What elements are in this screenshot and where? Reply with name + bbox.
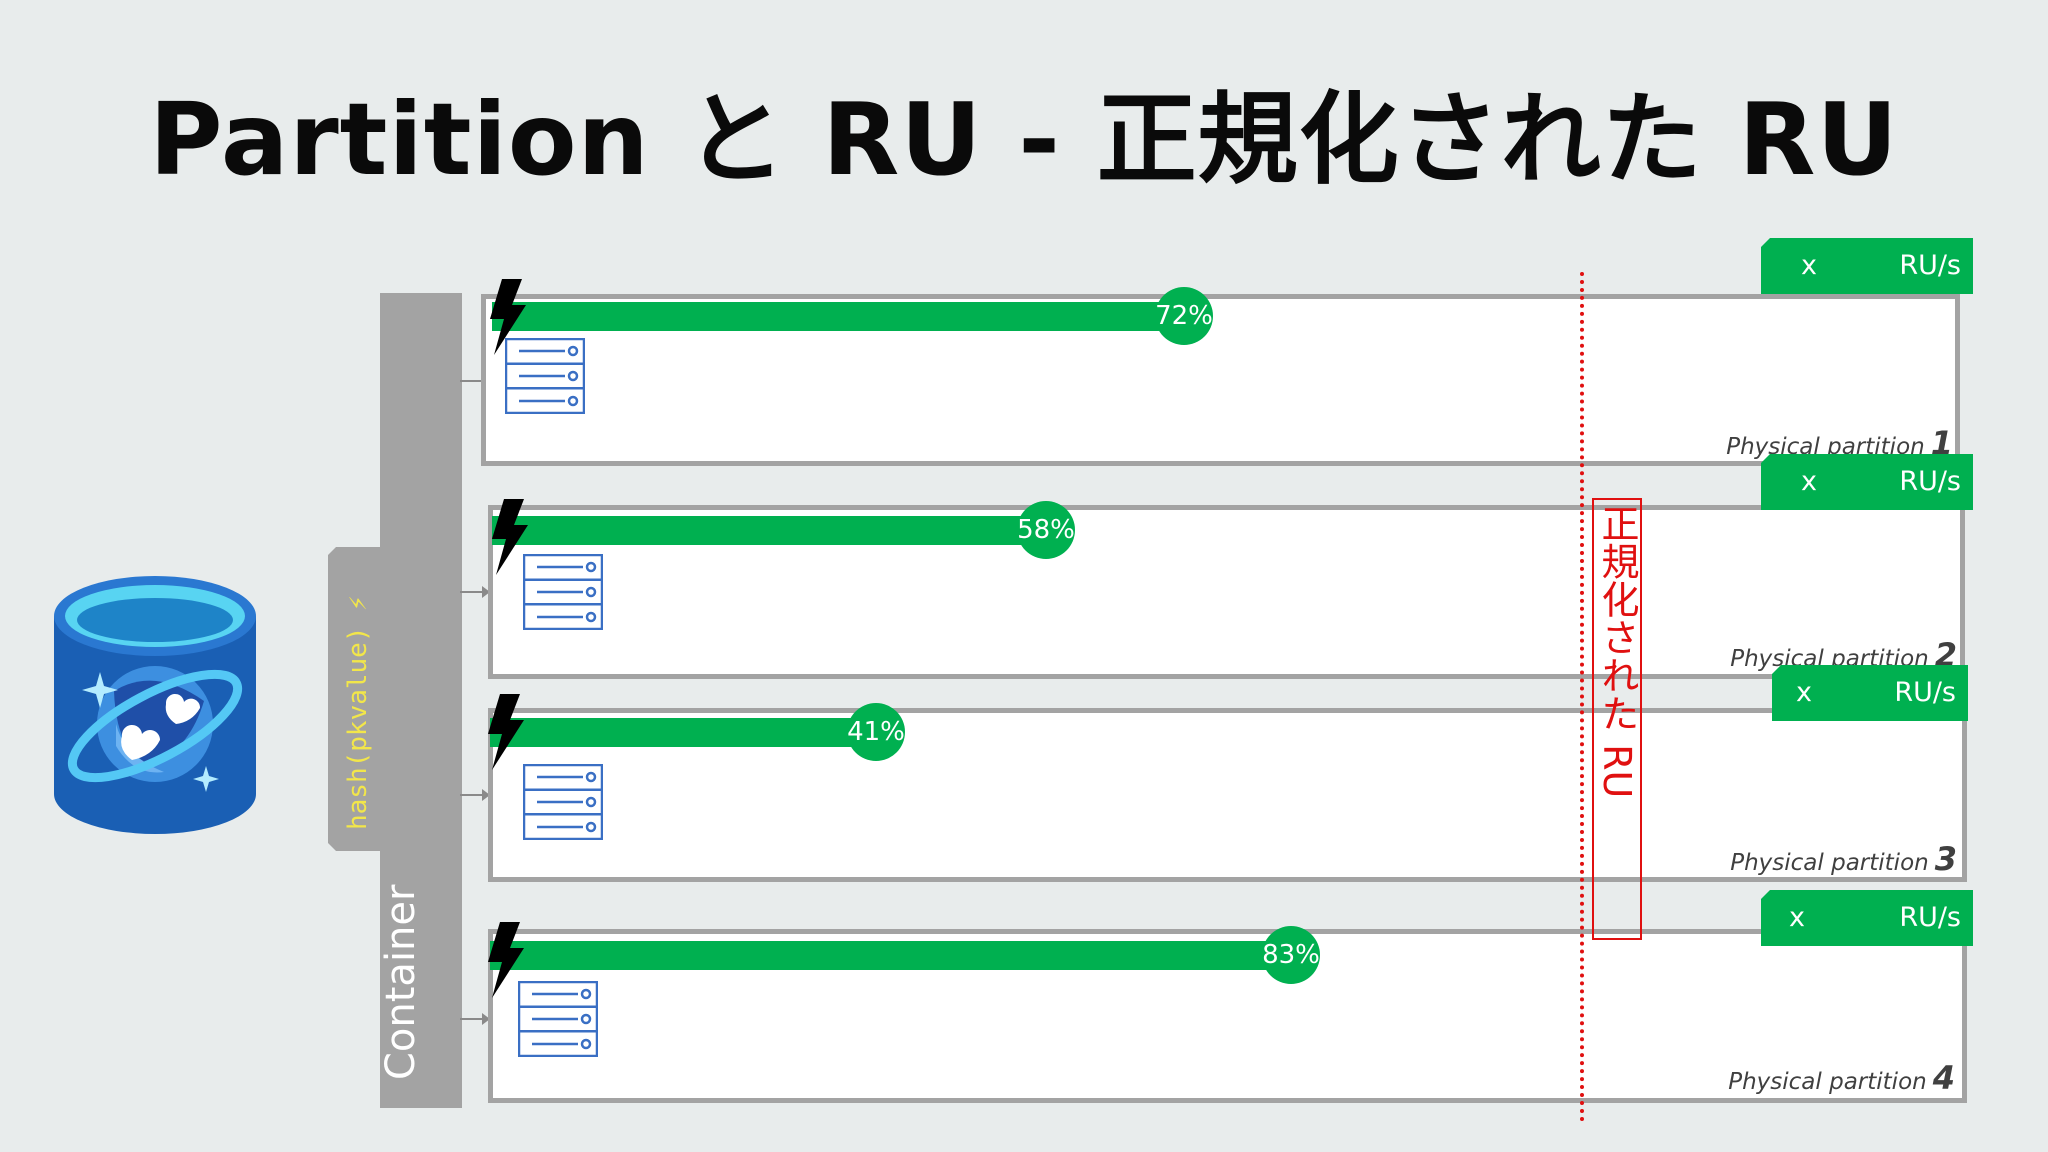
- hash-function-tab: [328, 547, 384, 851]
- server-icon: [518, 981, 598, 1057]
- ru-multiplier: x: [1789, 902, 1805, 933]
- normalized-ru-box: 正規化された RU: [1592, 498, 1642, 940]
- ru-unit: RU/s: [1899, 902, 1961, 933]
- container-bar: [380, 293, 462, 1108]
- ru-multiplier: x: [1796, 677, 1812, 708]
- routing-arrow: [460, 1013, 490, 1025]
- ru-throughput-tab: x RU/s: [1761, 454, 1973, 510]
- lightning-icon: [492, 499, 528, 575]
- usage-bar: [490, 941, 1278, 970]
- ru-throughput-tab: x RU/s: [1761, 890, 1973, 946]
- ru-unit: RU/s: [1899, 250, 1961, 281]
- lightning-icon: [490, 279, 526, 355]
- server-icon: [523, 764, 603, 840]
- ru-throughput-tab: x RU/s: [1772, 665, 1968, 721]
- server-icon: [505, 338, 585, 414]
- usage-bar: [492, 516, 1033, 545]
- ru-unit: RU/s: [1899, 466, 1961, 497]
- ru-multiplier: x: [1801, 466, 1817, 497]
- hash-label: hash(pkvalue) ⚡: [343, 595, 373, 830]
- routing-arrow: [460, 586, 490, 598]
- usage-percent: 83%: [1262, 926, 1320, 984]
- ru-throughput-tab: x RU/s: [1761, 238, 1973, 294]
- container-label: Container: [378, 884, 424, 1080]
- normalized-ru-label: 正規化された RU: [1595, 504, 1639, 799]
- ru-multiplier: x: [1801, 250, 1817, 281]
- server-icon: [523, 554, 603, 630]
- usage-percent: 58%: [1017, 501, 1075, 559]
- page-title: Partition と RU - 正規化された RU: [149, 81, 1899, 198]
- usage-percent: 72%: [1155, 287, 1213, 345]
- normalized-ru-line: [1580, 272, 1584, 1122]
- lightning-icon: [488, 694, 524, 770]
- usage-bar: [492, 302, 1171, 331]
- routing-arrow: [460, 789, 490, 801]
- usage-percent: 41%: [847, 703, 905, 761]
- lightning-icon: [488, 922, 524, 998]
- ru-unit: RU/s: [1894, 677, 1956, 708]
- usage-bar: [490, 718, 863, 747]
- cosmos-db-icon: [54, 576, 256, 834]
